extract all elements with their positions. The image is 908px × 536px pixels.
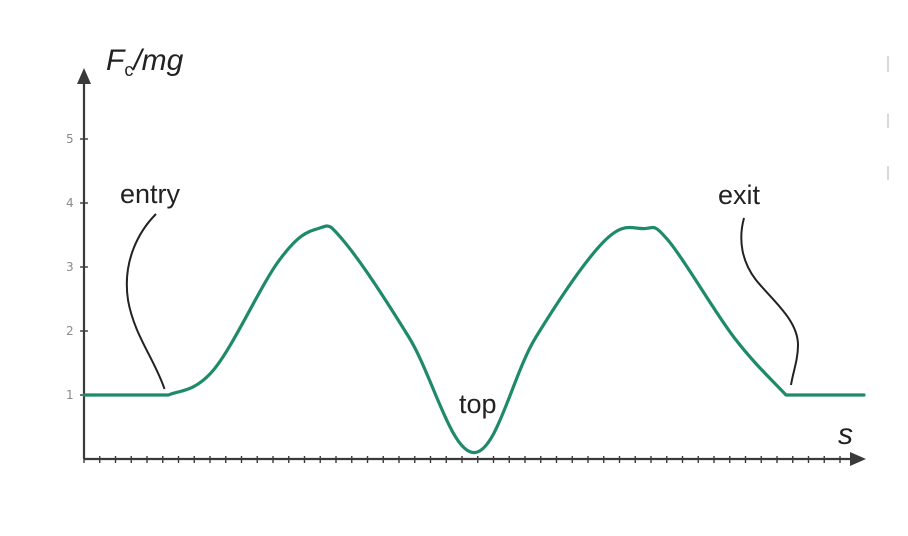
y-tick-labels: 1 2 3 4 5 <box>66 132 74 402</box>
y-axis-label-rest: /mg <box>131 44 183 77</box>
x-axis-label: s <box>838 418 853 451</box>
annotation-exit: exit <box>718 180 761 210</box>
y-axis-label: Fc/mg <box>106 44 184 80</box>
annotation-entry: entry <box>120 179 181 209</box>
y-axis-arrow <box>77 68 91 84</box>
annotation-top: top <box>459 389 497 419</box>
y-tick-label: 2 <box>66 324 74 338</box>
series-line <box>82 224 866 455</box>
leader-entry <box>125 213 166 390</box>
leader-exit <box>740 217 800 386</box>
x-axis-arrow <box>850 452 866 466</box>
y-axis-label-sub: c <box>124 60 133 80</box>
y-axis-label-main: F <box>106 44 126 77</box>
y-tick-label: 3 <box>66 260 74 274</box>
y-tick-label: 1 <box>66 388 74 402</box>
y-tick-label: 4 <box>66 196 74 210</box>
ticks <box>80 138 841 463</box>
annotation-leaders <box>125 213 800 390</box>
y-tick-label: 5 <box>66 132 74 146</box>
